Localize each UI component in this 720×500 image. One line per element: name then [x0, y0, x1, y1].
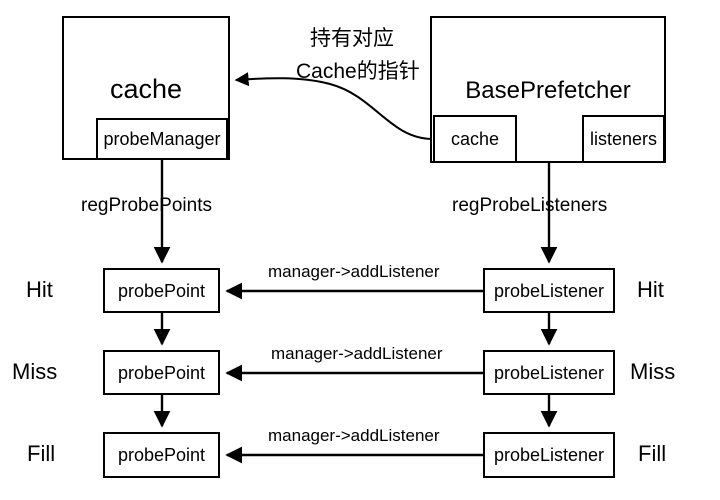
addlistener-edge-label-miss: manager->addListener — [271, 344, 443, 363]
probe-listener-box-fill[interactable]: probeListener — [483, 432, 615, 478]
baseprefetcher-listeners-label: listeners — [589, 129, 658, 149]
row-event-label-hit-right: Hit — [637, 277, 664, 302]
probe-point-box-miss[interactable]: probePoint — [103, 350, 220, 395]
probe-point-label-hit: probePoint — [117, 280, 206, 301]
probe-listener-box-hit[interactable]: probeListener — [483, 268, 615, 313]
probe-listener-box-miss[interactable]: probeListener — [483, 350, 615, 395]
regprobepoints-edge-label: regProbePoints — [81, 195, 212, 216]
probe-point-box-hit[interactable]: probePoint — [103, 268, 220, 313]
row-event-label-miss-right: Miss — [630, 359, 676, 384]
probe-point-box-fill[interactable]: probePoint — [103, 432, 220, 478]
cache-container-label: cache — [109, 74, 183, 104]
edge-cache-pointer — [234, 72, 434, 140]
probemanager-label: probeManager — [103, 129, 221, 149]
row-event-label-fill-left: Fill — [27, 441, 56, 466]
probe-listener-label-hit: probeListener — [493, 280, 605, 301]
baseprefetcher-cache-member-box[interactable]: cache — [433, 115, 517, 163]
probe-point-label-fill: probePoint — [117, 445, 206, 465]
probemanager-member-box[interactable]: probeManager — [96, 118, 228, 160]
row-event-label-miss-left: Miss — [12, 359, 58, 384]
row-event-label-hit-left: Hit — [26, 277, 53, 302]
baseprefetcher-cache-label: cache — [450, 129, 500, 149]
addlistener-edge-label-fill: manager->addListener — [268, 426, 440, 445]
baseprefetcher-container-label: BasePrefetcher — [465, 77, 631, 104]
probe-point-label-miss: probePoint — [117, 362, 206, 383]
probe-listener-label-fill: probeListener — [493, 445, 605, 465]
probe-listener-label-miss: probeListener — [493, 362, 605, 383]
row-event-label-fill-right: Fill — [638, 441, 667, 466]
addlistener-edge-label-hit: manager->addListener — [268, 262, 440, 281]
pointer-note-line-2: Cache的指针 — [296, 60, 420, 83]
pointer-note-line-1: 持有对应 — [310, 27, 394, 50]
baseprefetcher-listeners-member-box[interactable]: listeners — [582, 115, 665, 163]
regprobelisteners-edge-label: regProbeListeners — [452, 195, 608, 216]
